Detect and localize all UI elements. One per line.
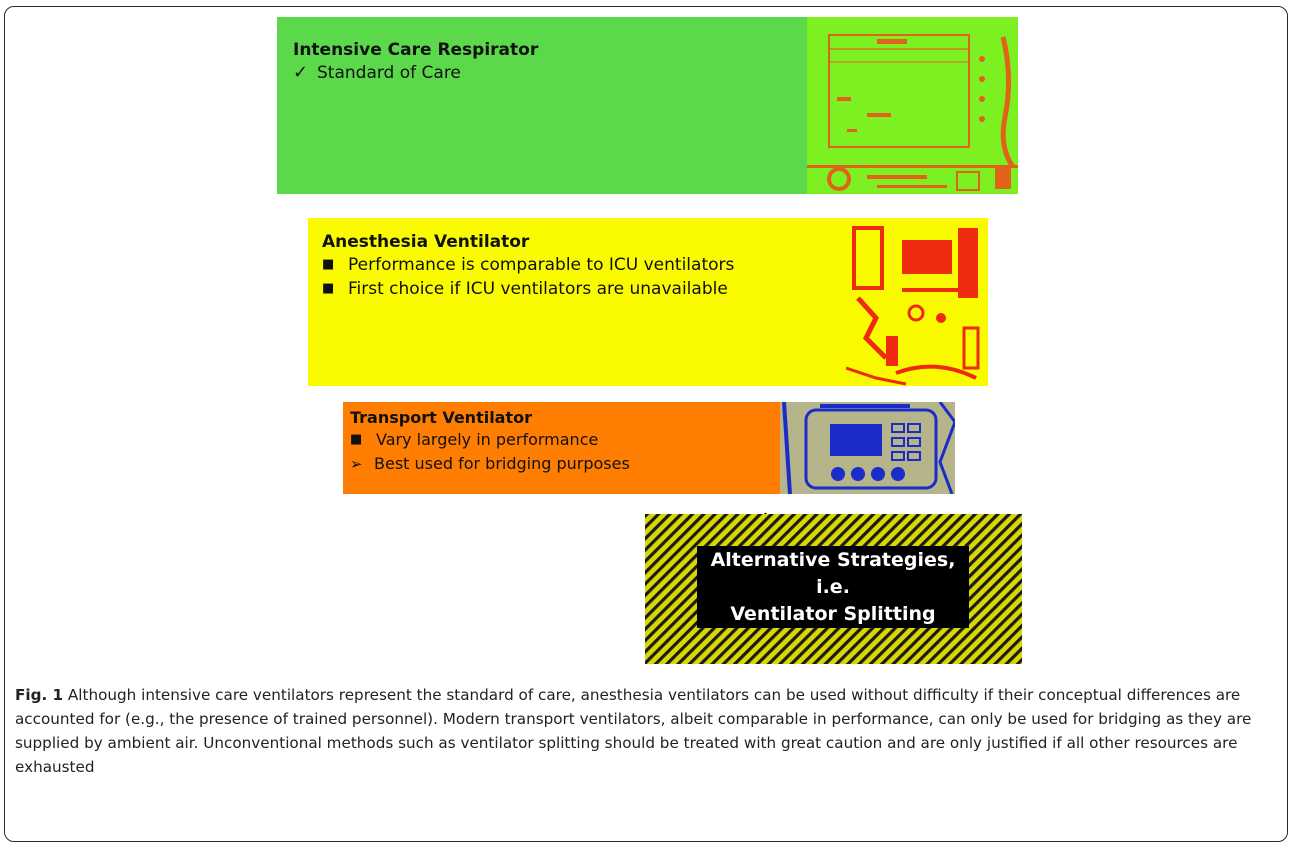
square-bullet-icon: ■ [350,432,363,447]
transport-item-text: Best used for bridging purposes [374,454,630,473]
icu-respirator-box: Intensive Care Respirator ✓ Standard of … [277,17,1018,194]
anesthesia-item: ■ Performance is comparable to ICU venti… [322,253,734,277]
figure-label: Fig. 1 [15,686,64,704]
icu-respirator-title: Intensive Care Respirator [293,40,539,60]
icu-respirator-text: Intensive Care Respirator ✓ Standard of … [293,39,538,85]
alternative-strategies-line1: Alternative Strategies, i.e. [710,548,956,598]
anesthesia-item: ■ First choice if ICU ventilators are un… [322,277,734,301]
icu-ventilator-photo [807,17,1018,194]
caption-text: Although intensive care ventilators repr… [15,686,1252,776]
figure-frame [4,6,1288,842]
transport-ventilator-title: Transport Ventilator [350,408,533,427]
icu-item-text: Standard of Care [317,63,461,83]
icu-item: ✓ Standard of Care [293,61,538,85]
transport-ventilator-text: Transport Ventilator ■ Vary largely in p… [350,408,630,476]
arrow-bullet-icon: ➢ [350,455,363,473]
transport-ventilator-photo [780,402,955,494]
checkmark-icon: ✓ [293,62,309,83]
alternative-strategies-box: Alternative Strategies, i.e. Ventilator … [645,514,1022,664]
figure-caption: Fig. 1 Although intensive care ventilato… [15,683,1277,779]
anesthesia-ventilator-text: Anesthesia Ventilator ■ Performance is c… [322,231,734,301]
alternative-strategies-line2: Ventilator Splitting [730,602,936,625]
anesthesia-item-text: First choice if ICU ventilators are unav… [348,279,728,299]
transport-item: ■ Vary largely in performance [350,428,630,452]
anesthesia-item-text: Performance is comparable to ICU ventila… [348,255,735,275]
square-bullet-icon: ■ [322,281,335,296]
anesthesia-ventilator-photo [846,218,988,386]
transport-ventilator-box: Transport Ventilator ■ Vary largely in p… [343,402,955,494]
anesthesia-ventilator-title: Anesthesia Ventilator [322,232,530,252]
alternative-strategies-label: Alternative Strategies, i.e. Ventilator … [697,546,969,628]
transport-item: ➢ Best used for bridging purposes [350,452,630,476]
transport-item-text: Vary largely in performance [376,430,599,449]
anesthesia-ventilator-box: Anesthesia Ventilator ■ Performance is c… [308,218,988,386]
square-bullet-icon: ■ [322,257,335,272]
